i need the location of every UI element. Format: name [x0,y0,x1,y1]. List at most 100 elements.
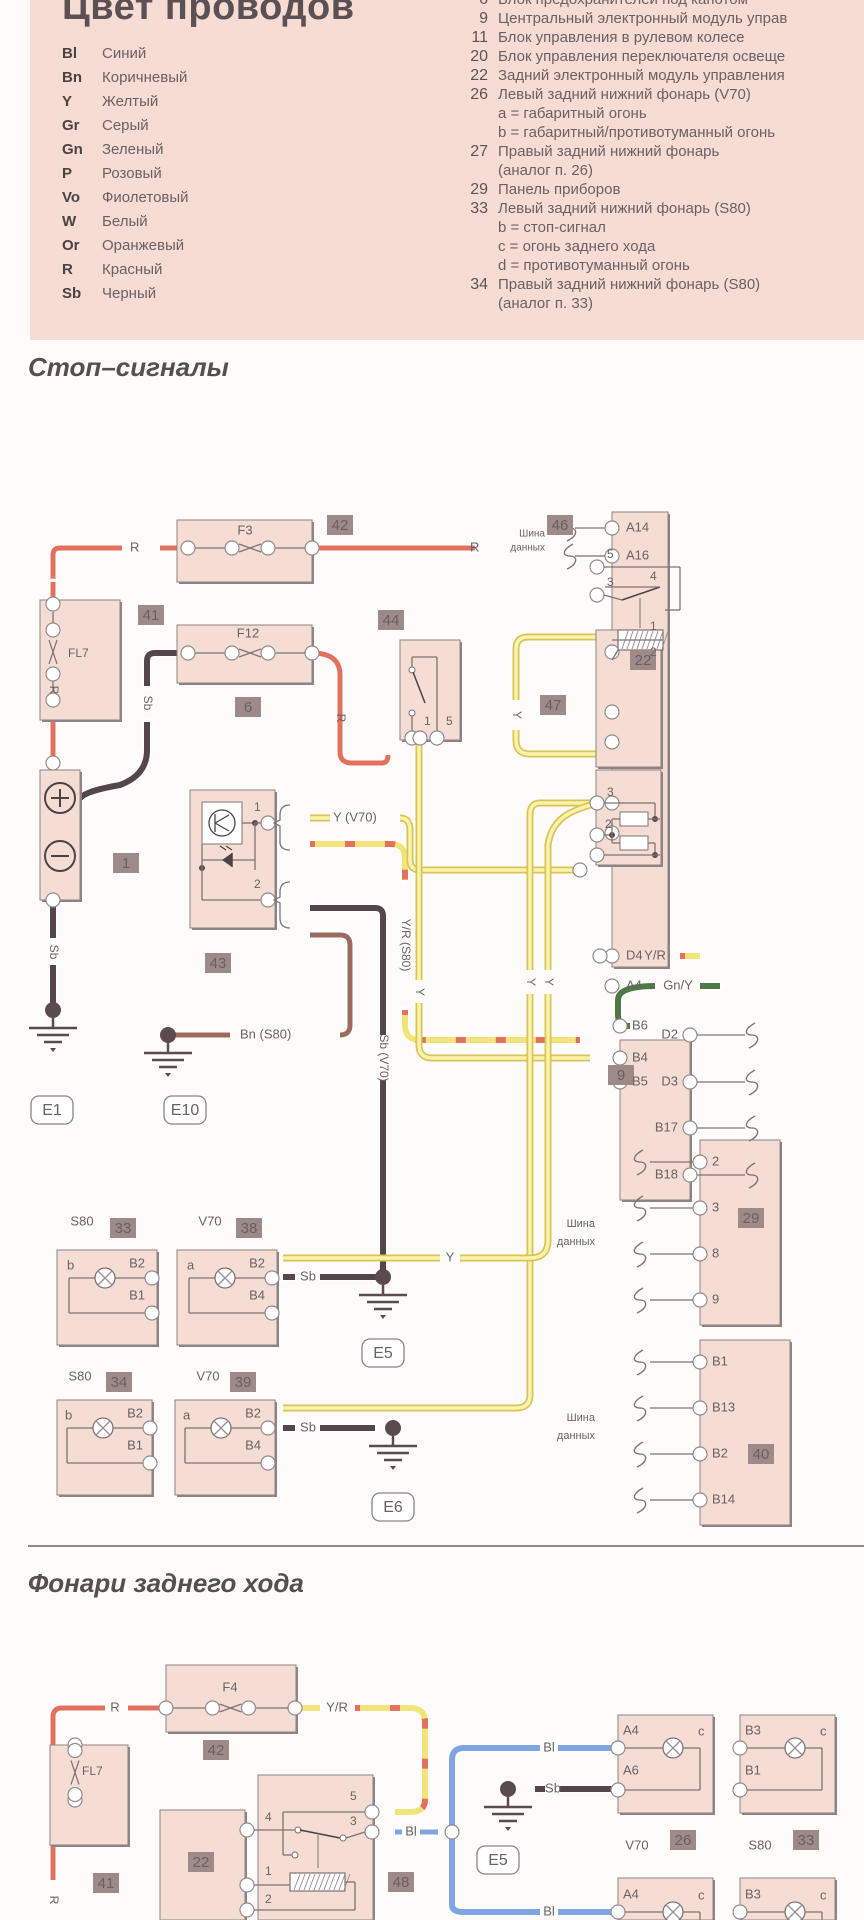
wire-label-sb: Sb (V70) [377,1034,391,1081]
battery-pin-minus [45,892,61,908]
badge-26-bg [670,1830,696,1850]
lamp-pin [264,1270,280,1286]
lamp-failure-pin [589,847,605,863]
lamp-pin [260,1420,276,1436]
color-code: Vo [62,189,81,206]
lamp-39 [174,1399,276,1496]
pin-label: B1 [129,1287,145,1302]
resistor-icon [619,835,649,851]
badge-33-bg [110,1218,136,1238]
model-label: V70 [196,1368,219,1383]
lamp-function-label: b [67,1257,74,1272]
pin-label: B1 [745,1762,761,1777]
wire-y-46-to-47 [514,635,600,756]
component-item: 6Блок предохранителей под капотом [462,0,864,9]
badge-42: 42 [332,517,349,534]
lamp-cross [665,1904,681,1920]
wire-label-r: R [130,539,139,554]
badge-29: 29 [743,1210,760,1227]
component-number: 11 [471,29,488,46]
fuse-label-f3: F3 [237,522,252,537]
pin-label: 1 [265,1864,272,1878]
component-description: Правый задний нижний фонарь [498,143,720,160]
coil-hatch [308,1873,316,1891]
coil-hatch [313,1873,321,1891]
lamp-pin [732,1782,748,1798]
pin-label: B6 [632,1017,648,1032]
wire-label-bl: Bl [543,1739,555,1754]
pin-label: B2 [129,1255,145,1270]
badge-22: 22 [635,652,652,669]
fuse-pin [67,1742,83,1759]
badge-41-rev-bg [93,1873,119,1893]
module-22-pin-a14 [604,520,620,536]
color-name: Серый [102,117,149,134]
wire-label-yr: Y/R [326,1699,348,1714]
wire-sb-f12-outline [143,649,182,690]
pin-label: 5 [607,547,614,561]
wire-bl-top [449,1745,612,1832]
fuse-f4-icon [219,1703,242,1713]
relay-46-pin-5 [589,559,605,575]
badge-42-rev-bg [203,1740,229,1760]
pin-label: B5 [632,1073,648,1088]
pin-label: B1 [127,1437,143,1452]
data-bus-squiggle [633,1395,647,1422]
lamp-icon [662,1901,684,1920]
data-bus-squiggle [633,1349,647,1376]
wire-r-f12-to-44-outline [308,649,392,767]
lamp-function-label: a [183,1407,191,1422]
fuse-pin [180,540,196,556]
coil-hatch [661,630,669,650]
lamp-function-label: c [698,1887,705,1902]
fuse-pin [204,1700,221,1716]
instrument-panel-pin [692,1154,708,1170]
relay-contact-icon [291,1851,299,1859]
badge-41: 41 [143,607,160,624]
wire-label-yr: Y/R (S80) [399,919,413,972]
wires [49,544,724,1916]
pin-label: D3 [661,1073,678,1088]
pin-label: B18 [655,1166,678,1181]
fuse-label-f4: F4 [222,1679,237,1694]
fuse-pin [240,1700,257,1716]
internal-line [603,594,623,601]
lamp-pin [260,1455,276,1471]
ground-e10-icon [165,1073,171,1077]
data-bus-label: Шина [567,1218,596,1230]
module-9-pin-b18 [682,1167,698,1183]
coil-hatch [298,1873,306,1891]
data-bus-squiggle [633,1241,647,1268]
transistor-e [214,822,230,832]
component-subitem: c = огонь заднего хода [498,238,656,255]
badge-46-bg [547,515,573,535]
pin-label: 1 [254,800,261,814]
fuse-pin [304,645,320,661]
module-22-pin [604,704,620,720]
relay-48-pin-1 [239,1877,255,1893]
badge-9-bg [608,1065,634,1085]
wire-bn-43 [310,932,353,1038]
wire-label-sb: Sb [141,696,155,711]
ground-label-e5-rev: E5 [488,1852,508,1869]
reverse-relay-48 [257,1774,374,1920]
junction-pin [412,730,428,746]
fuse-label-fl7: FL7 [68,646,89,660]
wire-label-sb: Sb [545,1780,561,1795]
lamp-function-label: c [698,1723,705,1738]
lamp-cross [213,1420,229,1436]
coil-hatch [338,1873,346,1891]
lamp-pin [264,1305,280,1321]
wire-label-gny: Gn/Y [663,977,693,992]
lamp-pin [142,1420,158,1436]
wire-label-y: Y (V70) [333,809,377,824]
fuse-pin [45,692,61,708]
color-name: Красный [102,261,163,278]
relay-switch-icon [621,586,661,601]
pin-label: A6 [623,1762,639,1777]
wire-bn-43-outline [306,931,354,1039]
